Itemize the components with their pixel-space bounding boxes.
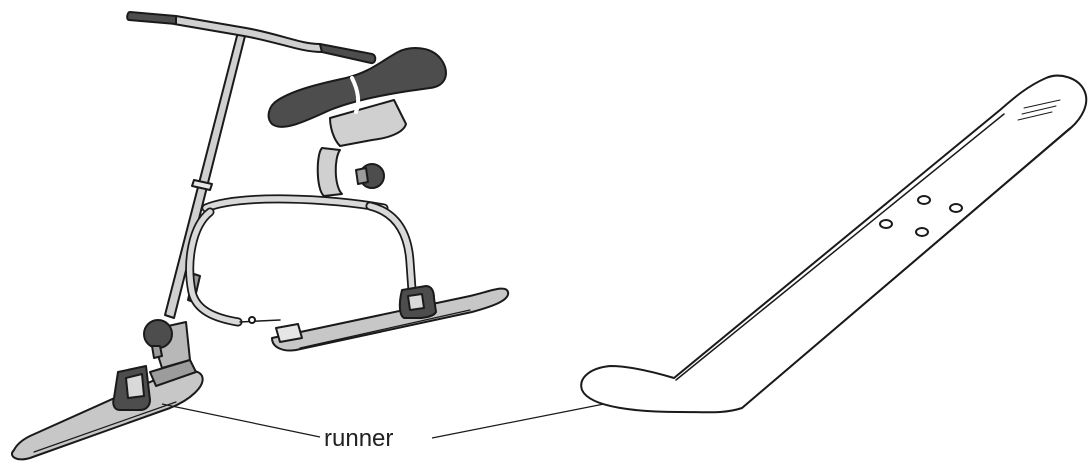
runner-callout: runner xyxy=(162,404,604,452)
steering-column xyxy=(165,32,246,318)
runner-bottom-edge xyxy=(742,128,1070,408)
leader-line-left xyxy=(162,404,320,437)
rear-ski xyxy=(272,289,508,351)
leader-line-right xyxy=(432,404,604,438)
single-runner xyxy=(581,76,1086,413)
seat-post xyxy=(318,148,384,196)
seat xyxy=(269,48,446,146)
runner-board xyxy=(581,76,1086,413)
seat-frame xyxy=(190,199,412,323)
front-ski xyxy=(12,371,203,460)
runner-label: runner xyxy=(324,425,393,452)
handlebar xyxy=(127,12,375,63)
runner-edge xyxy=(676,114,1004,380)
ski-scooter xyxy=(12,12,508,459)
